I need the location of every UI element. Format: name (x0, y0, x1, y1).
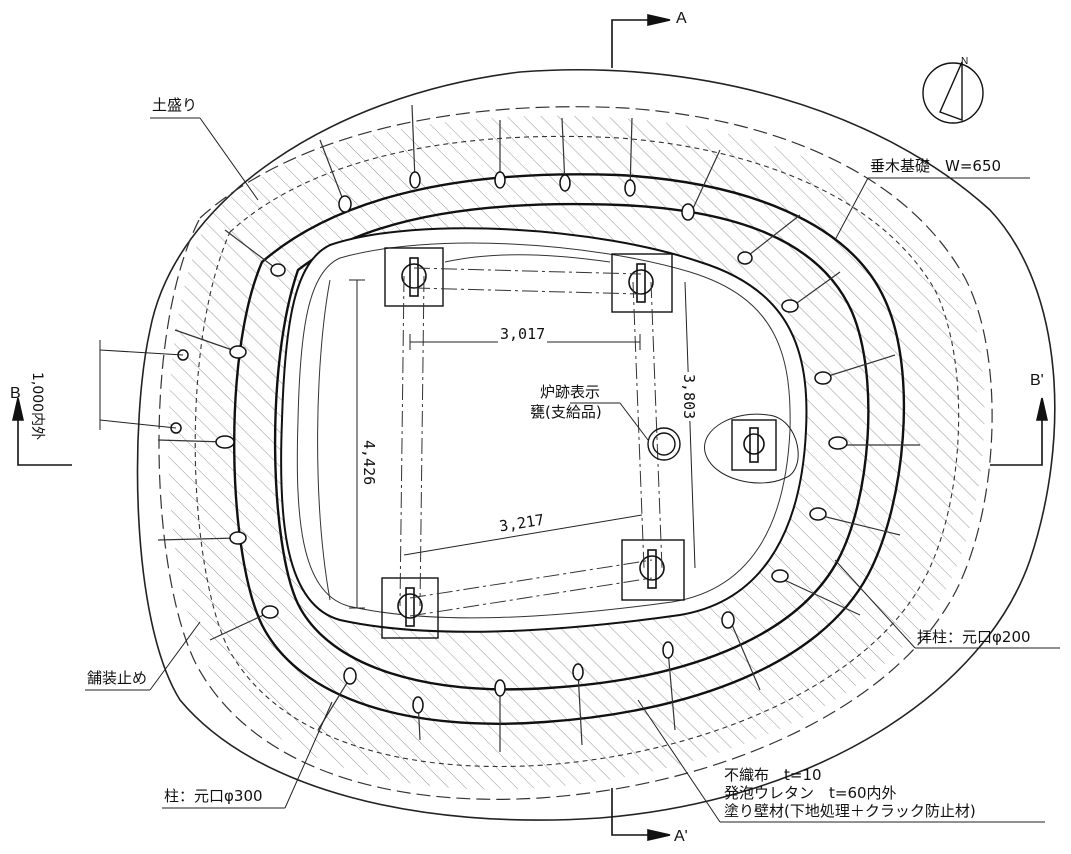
hearth-jar-mark (647, 427, 681, 461)
dimension-right-span: 3,803 (680, 372, 698, 422)
section-label-a-bottom: A' (674, 828, 688, 845)
pit-floor-outline (280, 227, 808, 633)
dimension-left-span: 4,426 (360, 438, 378, 488)
callout-layer-3: 塗り壁材(下地処理＋クラック防止材) (724, 802, 976, 820)
main-post-pillars (397, 257, 765, 627)
callout-layer-1: 不織布 t=10 (724, 766, 822, 784)
callout-pillar: 柱：元口φ300 (164, 787, 263, 805)
north-arrow-icon (922, 61, 984, 124)
section-label-a-top: A (676, 10, 687, 27)
callout-hearth-2: 甕(支給品) (530, 403, 602, 421)
callout-mound: 土盛り (152, 96, 198, 114)
dimension-top-span: 3,017 (498, 325, 548, 343)
main-post-group (381, 247, 777, 639)
callout-hearth-1: 炉跡表示 (540, 383, 601, 401)
callout-rafter-foundation: 垂木基礎 W=650 (870, 157, 1002, 175)
inner-wall-line (273, 202, 870, 691)
outer-wall-line (233, 173, 906, 725)
callout-offset: 1,000内外 (29, 372, 45, 441)
beam-center-lines (399, 267, 663, 617)
pillar-group (170, 171, 848, 714)
pit-floor-inner-line (296, 242, 791, 619)
callout-worship-pillar: 拝柱：元口φ200 (917, 628, 1031, 646)
earth-mound-outline (136, 69, 1056, 821)
section-label-b-left: B (10, 385, 21, 402)
leader-lines (85, 117, 1060, 823)
outer-dashed-line (158, 106, 993, 800)
callout-layer-2: 発泡ウレタン t=60内外 (724, 784, 897, 802)
section-markers (11, 13, 1049, 842)
north-label: N (961, 56, 969, 67)
callout-paving-stop: 舗装止め (87, 669, 148, 687)
middle-dashed-line (194, 135, 960, 768)
section-label-b-right: B' (1030, 372, 1044, 389)
